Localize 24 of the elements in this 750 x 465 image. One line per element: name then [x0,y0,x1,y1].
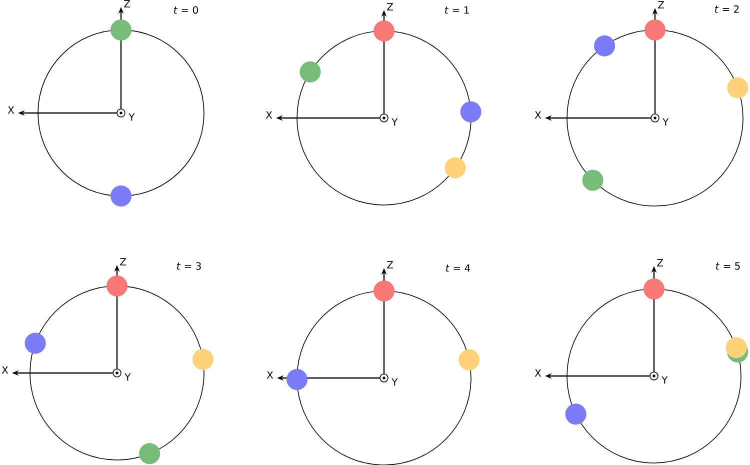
axis-label: X [266,371,274,379]
axis-label: Y [392,378,398,386]
time-label: t = 5 [716,262,740,270]
axis-label: X [534,369,542,377]
axis-label: X [266,111,272,119]
axis-label: Z [658,1,664,8]
axis-label: X [2,366,8,374]
time-label: t = 1 [445,6,469,14]
axis-label: Y [128,113,135,121]
axis-label: X [8,106,14,114]
axis-label: Y [662,376,668,384]
time-label: t = 4 [446,264,470,272]
axis-label: X [534,111,542,119]
axis-label: Z [387,3,393,10]
axis-label: Y [662,118,669,126]
time-label: t = 2 [715,5,739,13]
axis-label: Z [124,0,130,8]
axis-label: Z [657,259,663,266]
axis-label: Z [120,258,126,266]
time-label: t = 0 [174,6,198,14]
axis-label: Y [124,373,131,381]
time-label: t = 3 [177,262,201,270]
axis-label: Y [392,118,398,126]
axis-label: Z [387,261,393,268]
